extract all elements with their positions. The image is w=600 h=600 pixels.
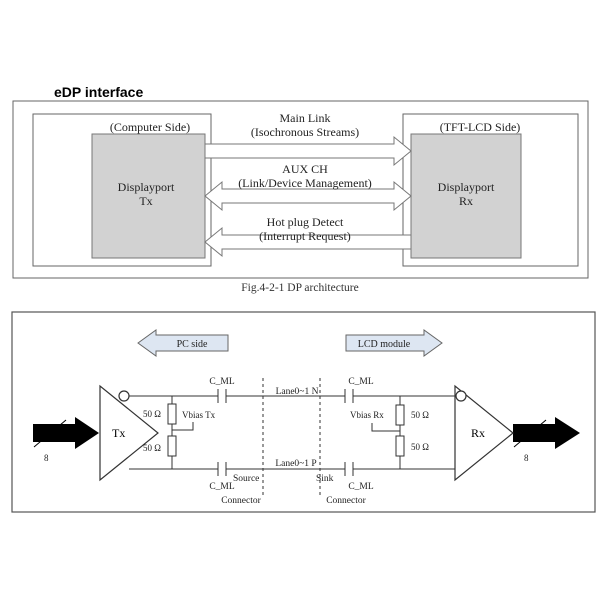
output-bus-arrow [513,417,580,449]
tx-label-line1: Displayport [118,180,175,194]
cml-bottom-left: C_ML [209,482,235,492]
bus-width-left: 8 [44,453,49,463]
rx-termination [371,396,405,469]
aux-ch-label: AUX CH [282,162,328,176]
rx-label-line2: Rx [459,194,473,208]
pc-side-label: PC side [177,339,208,350]
edp-lane-schematic: PC side LCD module 8 8 Tx Rx [11,311,596,513]
tx-invert-bubble [118,390,130,402]
aux-ch-sublabel: (Link/Device Management) [238,176,372,190]
tx-label: Tx [112,426,125,440]
rx-resistor-top: 50 Ω [411,410,429,420]
bus-slash-left [33,419,67,448]
figure-caption: Fig.4-2-1 DP architecture [241,282,358,294]
lane-p-wire [129,462,455,476]
vbias-tx-label: Vbias Tx [182,410,216,420]
rx-label: Rx [471,426,485,440]
displayport-rx-block [410,133,522,259]
displayport-tx-block [91,133,206,259]
pc-side-arrow [137,329,229,357]
main-link-arrow [204,135,412,167]
lane-n-label: Lane0~1 N [276,387,319,397]
hot-plug-detect-arrow [204,226,412,258]
tx-driver [99,384,159,482]
hpd-label: Hot plug Detect [267,215,344,229]
cml-top-right: C_ML [348,377,374,387]
cml-bottom-right: C_ML [348,482,374,492]
main-link-label: Main Link [280,111,331,125]
lane-n-wire [129,389,456,403]
computer-side-label: (Computer Side) [110,120,190,134]
connector-left-label: Connector [221,496,261,506]
connector-right-label: Connector [326,496,366,506]
vbias-rx-label: Vbias Rx [350,410,384,420]
dp-architecture-figure: (Computer Side) (TFT-LCD Side) Displaypo… [12,100,589,294]
tx-label-line2: Tx [139,194,152,208]
rx-receiver [454,384,514,482]
tx-resistor-bottom: 50 Ω [143,443,161,453]
lcd-module-label: LCD module [358,339,411,350]
bus-slash-right [513,419,547,448]
input-bus-arrow [33,417,99,449]
page-title: eDP interface [54,84,143,100]
tft-lcd-side-label: (TFT-LCD Side) [440,120,521,134]
tx-resistor-top: 50 Ω [143,409,161,419]
source-label: Source [233,474,259,484]
lane-p-label: Lane0~1 P [275,459,316,469]
rx-resistor-bottom: 50 Ω [411,442,429,452]
lcd-module-arrow [345,329,443,357]
rx-label-line1: Displayport [438,180,495,194]
bus-width-right: 8 [524,453,529,463]
aux-ch-arrow [204,180,412,212]
sink-label: Sink [316,474,334,484]
main-link-sublabel: (Isochronous Streams) [251,125,359,139]
rx-invert-bubble [455,390,467,402]
cml-top-left: C_ML [209,377,235,387]
hpd-sublabel: (Interrupt Request) [259,229,351,243]
tx-termination [167,396,194,469]
